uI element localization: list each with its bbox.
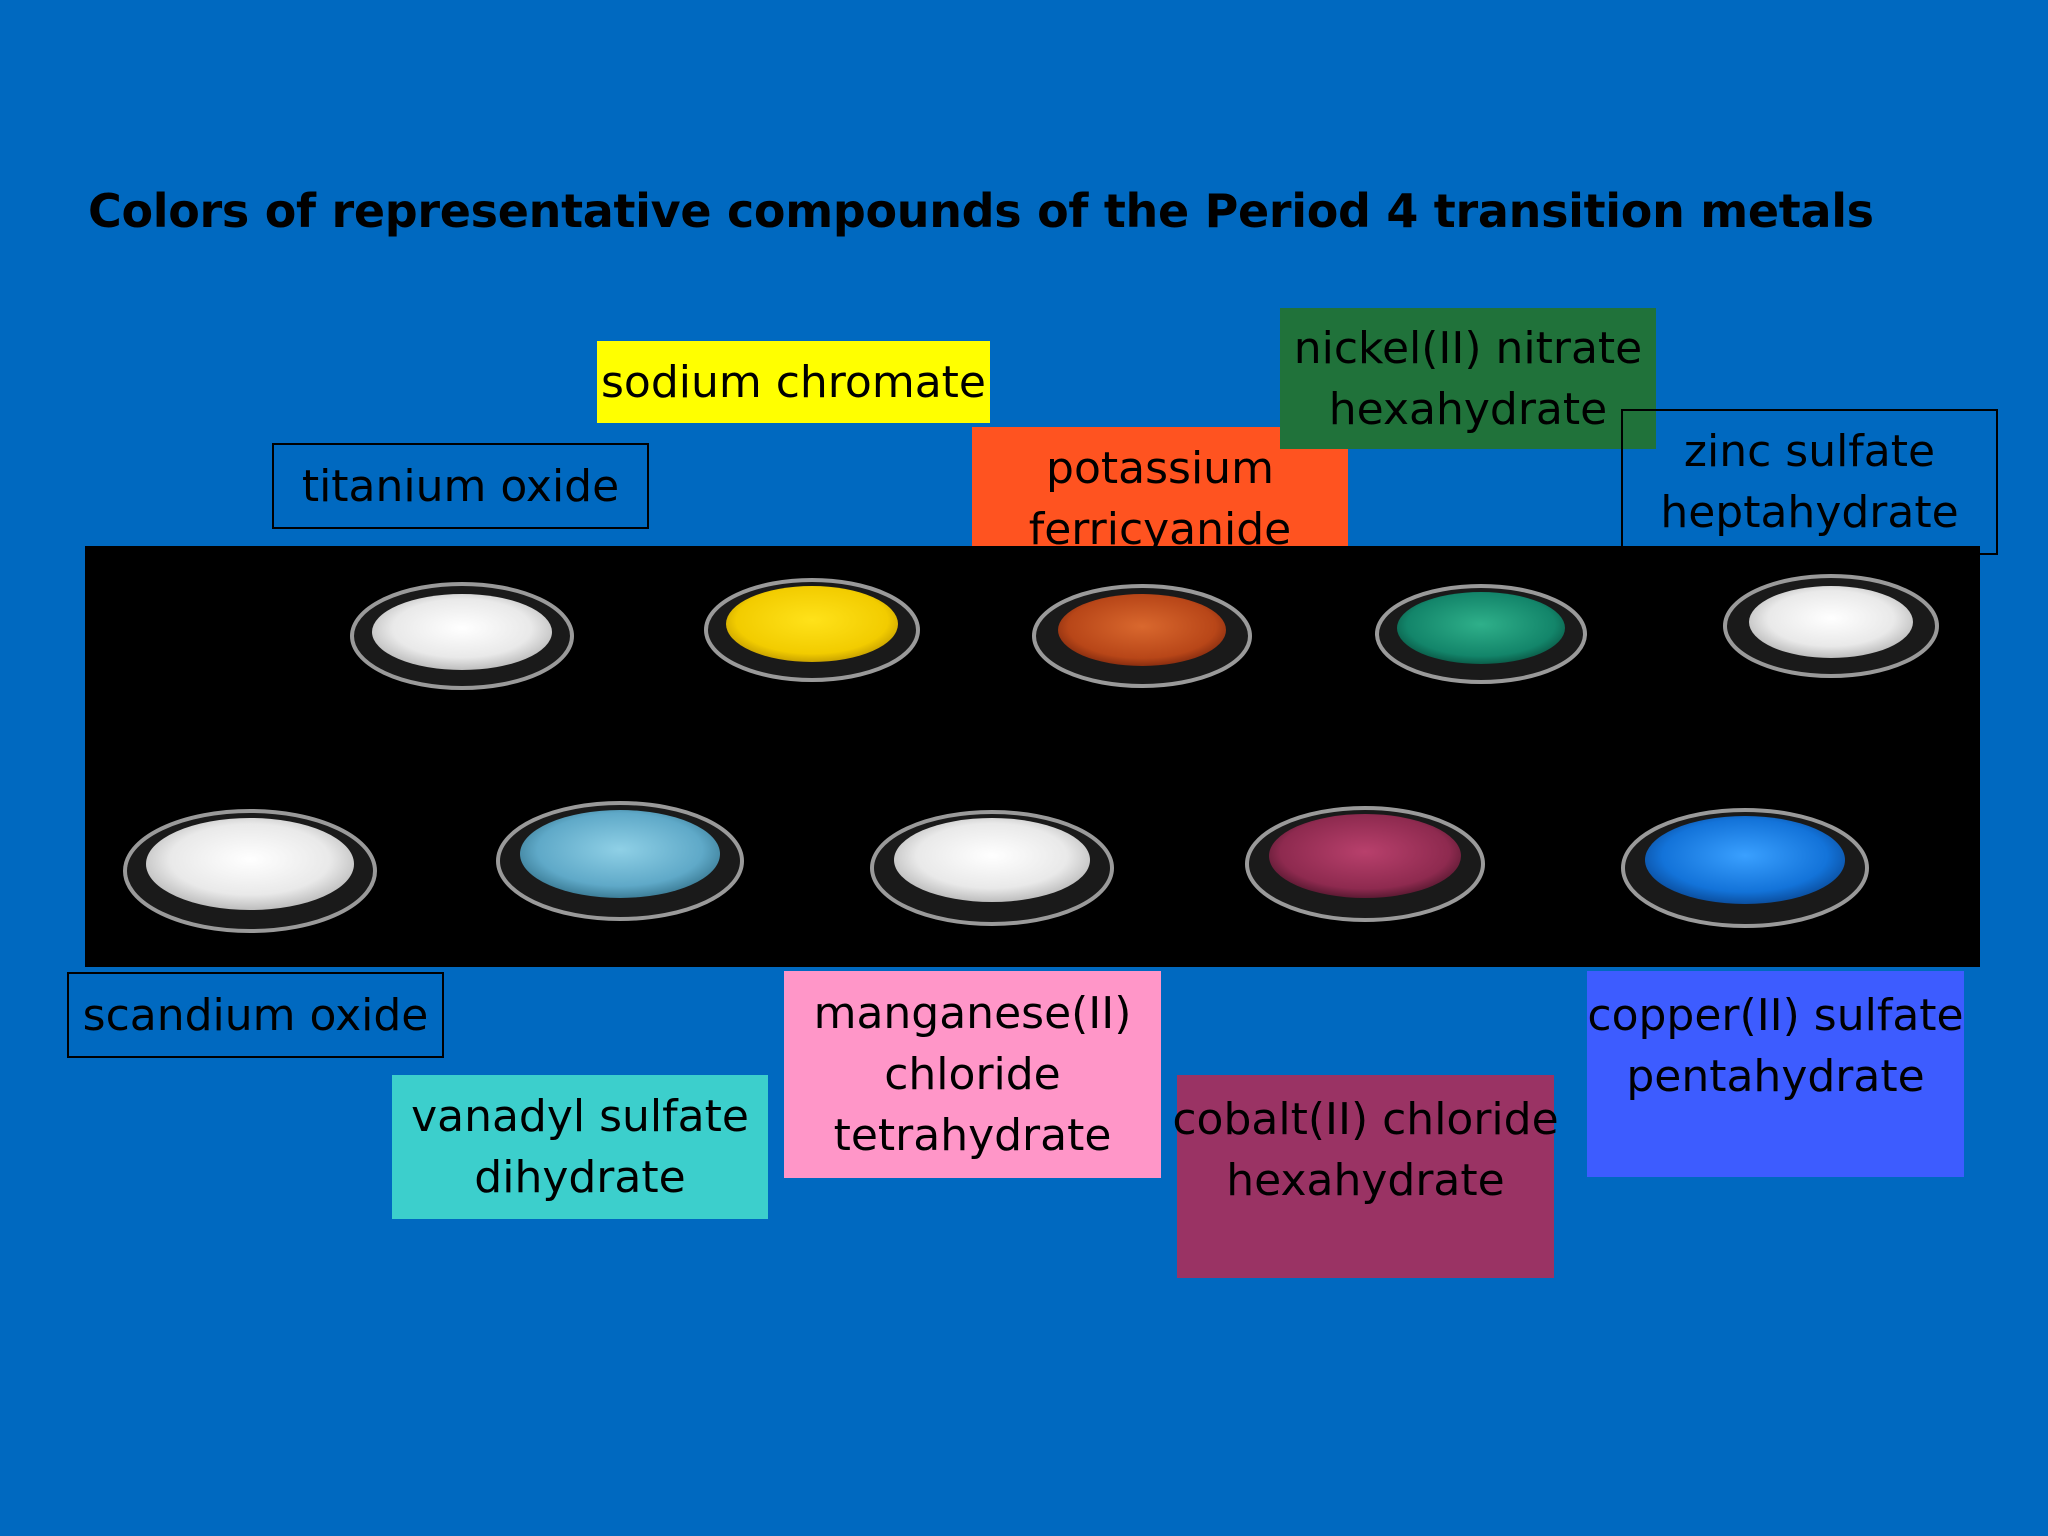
label-line: hexahydrate [1328,383,1608,435]
label-line: titanium oxide [301,460,620,512]
dish-copper-sulfate [1621,808,1869,928]
label-line: heptahydrate [1660,487,1959,538]
label-nickel-nitrate: nickel(II) nitrate hexahydrate [1280,308,1656,449]
label-line: cobalt(II) chloride [1172,1094,1559,1145]
label-line: potassium [1046,442,1274,494]
dish-cobalt-chloride [1245,806,1485,922]
label-line: chloride [884,1049,1061,1100]
dish-manganese-chloride [870,810,1114,926]
label-line: vanadyl sulfate [411,1091,749,1142]
dish-sodium-chromate [704,578,920,682]
label-line: dihydrate [474,1152,686,1203]
label-scandium-oxide: scandium oxide [67,972,444,1058]
label-vanadyl-sulfate: vanadyl sulfate dihydrate [392,1075,768,1219]
label-zinc-sulfate: zinc sulfate heptahydrate [1621,409,1998,555]
label-line: manganese(II) [813,988,1132,1039]
label-line: hexahydrate [1226,1155,1505,1206]
slide-title: Colors of representative compounds of th… [88,184,1874,238]
label-sodium-chromate: sodium chromate [597,341,990,423]
dish-nickel-nitrate [1375,584,1587,684]
label-manganese-chloride: manganese(II) chloride tetrahydrate [784,971,1161,1178]
label-line: tetrahydrate [833,1110,1112,1161]
dish-zinc-sulfate [1723,574,1939,678]
label-line: pentahydrate [1626,1051,1925,1102]
label-line: copper(II) sulfate [1587,990,1964,1041]
compounds-photo [85,546,1980,967]
label-line: nickel(II) nitrate [1293,322,1643,374]
dish-scandium-oxide [123,809,377,933]
label-line: scandium oxide [82,989,429,1041]
dish-titanium-oxide [350,582,574,690]
label-titanium-oxide: titanium oxide [272,443,649,529]
dish-vanadyl-sulfate [496,801,744,921]
label-copper-sulfate: copper(II) sulfate pentahydrate [1587,971,1964,1177]
label-line: sodium chromate [601,356,986,408]
label-cobalt-chloride: cobalt(II) chloride hexahydrate [1172,1075,1559,1278]
dish-potassium-ferricyanide [1032,584,1252,688]
label-line: zinc sulfate [1683,426,1936,477]
